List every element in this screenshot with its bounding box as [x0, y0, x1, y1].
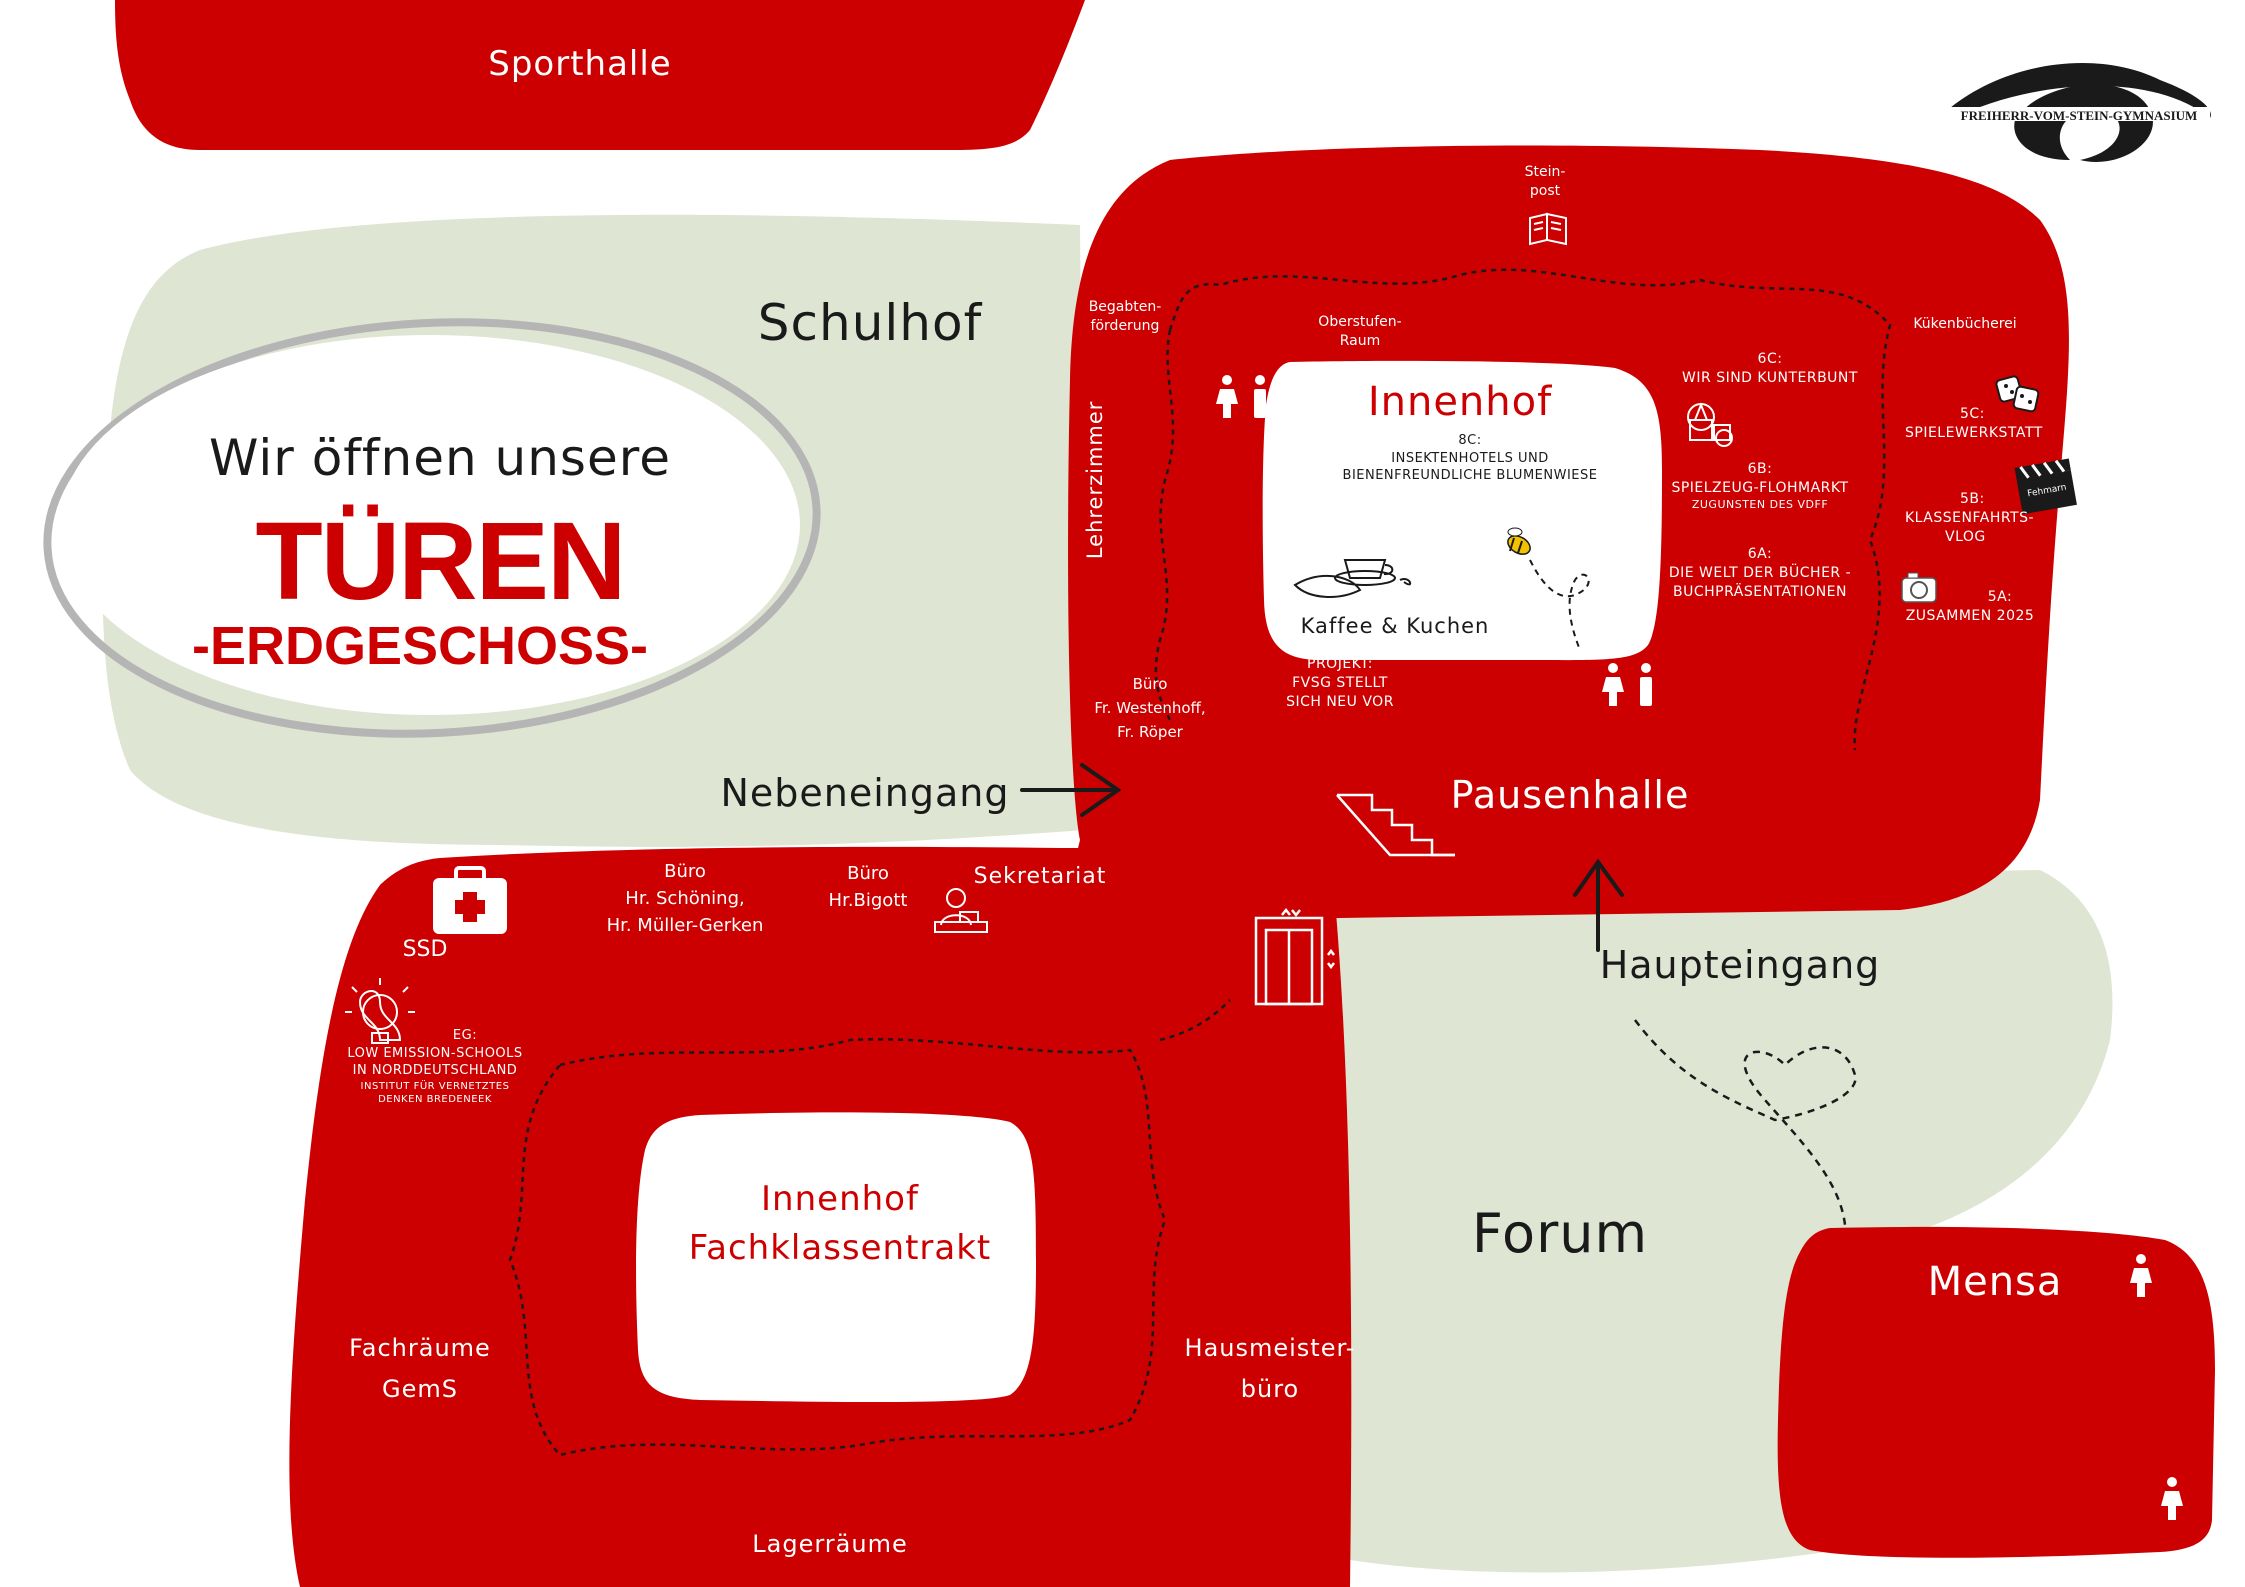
first-aid-icon — [433, 866, 507, 934]
book-icon — [1529, 212, 1567, 246]
project-5b: 5B:KLASSENFAHRTS-VLOG — [1905, 491, 2035, 545]
bee-icon — [1507, 527, 1531, 555]
kuekenbuecherei: Kükenbücherei — [1913, 316, 2017, 332]
block-sporthalle — [115, 0, 1085, 150]
arrow-icon — [1020, 763, 1624, 952]
lehrerzimmer: Lehrerzimmer — [1082, 400, 1107, 560]
innenhof-fach-area — [636, 1112, 1036, 1403]
area-innenhof-main: Innenhof — [1367, 379, 1553, 425]
oberstufenraum: Oberstufen-Raum — [1318, 314, 1402, 349]
camera-icon — [1901, 572, 1937, 603]
project-eg: Eg: LOW EMISSION-SCHOOLS IN NORDDEUTSCHL… — [347, 1028, 523, 1106]
area-schulhof: Schulhof — [757, 294, 983, 352]
area-pausenhalle: Pausenhalle — [1450, 773, 1690, 817]
project-5c: 5C:SPIELEWERKSTATT — [1905, 406, 2043, 441]
bee-flight-path — [1529, 559, 1590, 651]
kaffee-kuchen: Kaffee & Kuchen — [1300, 614, 1490, 638]
entrance-haupt: Haupteingang — [1599, 943, 1881, 987]
toys-icon — [1687, 402, 1733, 447]
dice-icon — [1995, 375, 2040, 413]
title-ellipse — [60, 335, 800, 715]
ssd: SSD — [402, 937, 448, 962]
stairs-icon — [1336, 793, 1455, 857]
corridor-fach — [508, 999, 1231, 1457]
title-line2: TÜREN — [255, 500, 627, 623]
lagerraeume: Lagerräume — [752, 1530, 908, 1558]
title-line3: -ERDGESCHOSS- — [191, 616, 649, 676]
begabtenfoerderung: Begabten-förderung — [1088, 299, 1162, 334]
sage-wash-forum — [1285, 870, 2113, 1573]
hausmeisterbuero: Hausmeister-büro — [1184, 1334, 1356, 1403]
project-6a: 6A:DIE WELT DER BÜCHER -BUCHPRÄSENTATION… — [1668, 546, 1852, 600]
steinpost: Stein-post — [1524, 164, 1566, 199]
title-ellipse-shadow — [43, 318, 821, 738]
block-mensa — [1777, 1226, 2215, 1558]
school-logo — [1948, 63, 2211, 162]
person-icon — [2130, 1254, 2183, 1520]
lightbulb-icon — [345, 978, 415, 1044]
coffee-cake-icon — [1293, 559, 1412, 598]
secretary-icon — [934, 888, 988, 933]
restroom-icon — [1216, 375, 1652, 706]
entrance-neben: Nebeneingang — [720, 771, 1010, 815]
project-5a: 5A:ZUSAMMEN 2025 — [1905, 589, 2035, 624]
logo-text: FREIHERR-VOM-STEIN-GYMNASIUM — [1960, 108, 2198, 123]
title-line1: Wir öffnen unsere — [209, 429, 671, 487]
elevator-icon — [1254, 907, 1335, 1006]
clapperboard-icon — [2014, 458, 2077, 515]
walk-path-heart — [1634, 1019, 1857, 1226]
area-mensa: Mensa — [1927, 1259, 2063, 1305]
area-forum: Forum — [1471, 1202, 1649, 1265]
project-6c: 6C:WIR SIND KUNTERBUNT — [1682, 351, 1858, 386]
area-sporthalle: Sporthalle — [488, 44, 672, 84]
sekretariat: Sekretariat — [973, 864, 1107, 889]
corridor-main — [1154, 268, 1892, 751]
